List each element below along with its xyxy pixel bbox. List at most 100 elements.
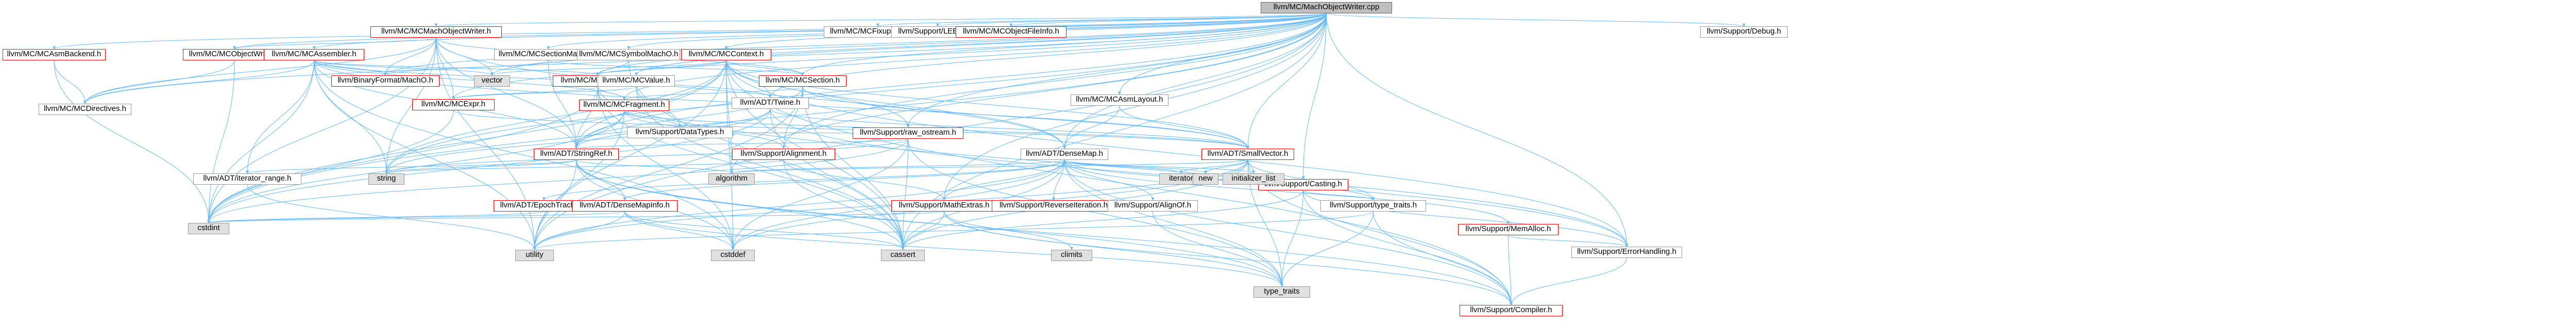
edge-mathextras-typetraits (944, 211, 1283, 287)
edge-machobjwriter-string (385, 37, 436, 174)
edge-root-errorhandling (1326, 13, 1629, 247)
edge-rawostream-typetraits (908, 138, 1283, 287)
edge-typetraitsh-typetraits (1280, 211, 1374, 287)
node-alignment[interactable]: llvm/Support/Alignment.h (732, 149, 835, 160)
edge-typetraitsh-utility (533, 211, 1374, 250)
node-objwriter[interactable]: llvm/MC/MCObjectWriter.h (183, 49, 286, 60)
node-errorhandling[interactable]: llvm/Support/ErrorHandling.h (1571, 247, 1682, 258)
edge-densemap-initlist (1064, 159, 1255, 174)
node-iteratorrange[interactable]: llvm/ADT/iterator_range.h (193, 173, 301, 185)
edge-rawostream-cassert (901, 138, 908, 250)
edge-objwriter-cstdint (207, 60, 235, 223)
node-root[interactable]: llvm/MC/MachObjectWriter.cpp (1261, 2, 1392, 13)
node-debug[interactable]: llvm/Support/Debug.h (1700, 26, 1788, 38)
edge-densemap-new (1064, 159, 1207, 174)
node-asmbackend[interactable]: llvm/MC/MCAsmBackend.h (3, 49, 106, 60)
edge-stringref-densemapinfo (576, 159, 626, 201)
node-climits[interactable]: climits (1051, 250, 1092, 261)
edge-rawostream-cstddef (731, 138, 908, 250)
edge-fragment-stringref (574, 110, 624, 149)
node-cassert[interactable]: cassert (881, 250, 925, 261)
edge-typetraitsh-compiler (1373, 211, 1513, 305)
edge-symbol-stringref (574, 86, 598, 149)
node-symbolmacho[interactable]: llvm/MC/MCSymbolMachO.h (577, 49, 680, 60)
node-densemap[interactable]: llvm/ADT/DenseMap.h (1021, 149, 1108, 160)
edge-errorhandling-compiler (1510, 257, 1627, 305)
node-cstdint[interactable]: cstdint (188, 223, 229, 234)
node-directives[interactable]: llvm/MC/MCDirectives.h (39, 104, 131, 115)
node-alignof[interactable]: llvm/Support/AlignOf.h (1108, 200, 1198, 212)
node-cstddef[interactable]: cstddef (711, 250, 755, 261)
node-mathextras[interactable]: llvm/Support/MathExtras.h (891, 200, 997, 212)
node-compiler[interactable]: llvm/Support/Compiler.h (1460, 305, 1563, 316)
node-stringref[interactable]: llvm/ADT/StringRef.h (534, 149, 619, 160)
node-sectionmacho[interactable]: llvm/MC/MCSectionMachO.h (494, 49, 602, 60)
node-smallvector[interactable]: llvm/ADT/SmallVector.h (1201, 149, 1294, 160)
node-datatypes[interactable]: llvm/Support/DataTypes.h (627, 127, 733, 138)
node-typetraitsh[interactable]: llvm/Support/type_traits.h (1320, 200, 1426, 212)
node-value[interactable]: llvm/MC/MCValue.h (598, 75, 675, 87)
edge-section-smallvector (802, 86, 1249, 149)
edge-root-debug (1326, 13, 1745, 27)
edge-stringref-typetraits (576, 159, 1283, 287)
edge-assembler-cstdint (207, 60, 314, 223)
edge-mathextras-cassert (901, 211, 944, 250)
edge-epochtracker-cstdint (207, 211, 544, 223)
edge-sectionmacho-stringref (548, 60, 578, 149)
edge-sectionmacho-section (548, 60, 804, 76)
edge-root-algorithm (730, 13, 1327, 174)
edge-context-errorhandling (726, 60, 1629, 247)
edge-machobjwriter-densemap (436, 37, 1066, 149)
node-assembler[interactable]: llvm/MC/MCAssembler.h (264, 49, 364, 60)
node-twine[interactable]: llvm/ADT/Twine.h (732, 98, 809, 109)
edge-fragment-datatypes (624, 110, 682, 127)
edge-stringref-algorithm (576, 159, 733, 174)
node-machobjwriter[interactable]: llvm/MC/MCMachObjectWriter.h (370, 26, 502, 38)
node-binaryformat[interactable]: llvm/BinaryFormat/MachO.h (331, 75, 439, 87)
edge-root-rawostream (906, 13, 1327, 128)
node-densemapinfo[interactable]: llvm/ADT/DenseMapInfo.h (572, 200, 677, 212)
edge-sectionmacho-binaryformat (384, 60, 549, 76)
edge-machobjwriter-binaryformat (384, 37, 436, 76)
edge-alignment-mathextras (783, 159, 946, 201)
node-utility[interactable]: utility (515, 250, 554, 261)
edge-assembler-utility (314, 60, 536, 250)
edge-root-densemap (1063, 13, 1327, 149)
node-initlist[interactable]: initializer_list (1223, 173, 1284, 185)
edge-objwriter-directives (83, 60, 235, 104)
node-epochtracker[interactable]: llvm/ADT/EpochTracker.h (494, 200, 594, 212)
node-rawostream[interactable]: llvm/Support/raw_ostream.h (853, 127, 963, 139)
edge-machobjwriter-directives (83, 37, 436, 104)
node-asmlayout[interactable]: llvm/MC/MCAsmLayout.h (1071, 94, 1168, 106)
node-context[interactable]: llvm/MC/MCContext.h (681, 49, 771, 60)
edge-casting-cassert (901, 190, 1303, 250)
edge-smallvector-iterator (1179, 159, 1248, 174)
edge-context-utility (533, 60, 726, 250)
edge-machobjwriter-expr (436, 37, 455, 100)
node-expr[interactable]: llvm/MC/MCExpr.h (412, 99, 495, 110)
edge-machobjwriter-stringref (436, 37, 578, 149)
edge-densemapinfo-cassert (624, 211, 905, 250)
node-new[interactable]: new (1193, 173, 1218, 185)
node-reverseiteration[interactable]: llvm/Support/ReverseIteration.h (992, 200, 1115, 212)
edge-asmbackend-cstdint (54, 60, 210, 223)
node-objfileinfo[interactable]: llvm/MC/MCObjectFileInfo.h (956, 26, 1066, 38)
edge-symbol-expr (452, 86, 598, 100)
edge-symbol-cstdint (207, 86, 598, 223)
node-algorithm[interactable]: algorithm (708, 173, 755, 185)
node-typetraits[interactable]: type_traits (1253, 286, 1310, 298)
node-memalloc[interactable]: llvm/Support/MemAlloc.h (1458, 224, 1558, 235)
edge-context-vector (490, 60, 726, 76)
edge-root-smallvector (1246, 13, 1327, 149)
edge-densemap-typetraits (1064, 159, 1283, 287)
node-string[interactable]: string (368, 173, 404, 185)
node-vector[interactable]: vector (474, 75, 510, 87)
edge-section-utility (533, 86, 803, 250)
node-section[interactable]: llvm/MC/MCSection.h (759, 75, 846, 87)
edge-casting-typetraits (1280, 190, 1303, 287)
edge-densemap-epochtracker (542, 159, 1065, 201)
node-fragment[interactable]: llvm/MC/MCFragment.h (579, 100, 669, 111)
edge-symbol-cstddef (598, 86, 735, 250)
edge-context-rawostream (726, 60, 910, 128)
